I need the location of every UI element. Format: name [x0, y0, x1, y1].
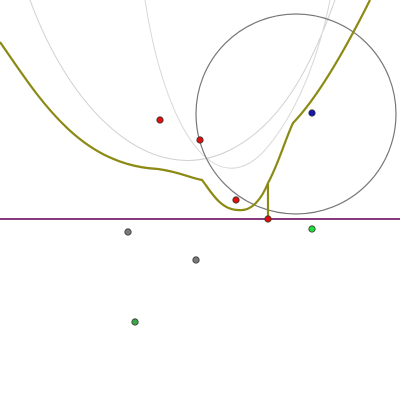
point-red-2[interactable] — [196, 136, 204, 144]
guide-parabola-left — [29, 0, 336, 161]
point-red-1[interactable] — [156, 116, 164, 124]
point-green[interactable] — [131, 318, 139, 326]
point-blue[interactable] — [308, 109, 316, 117]
point-green-bright[interactable] — [308, 225, 316, 233]
circle[interactable] — [195, 13, 397, 215]
point-red-3[interactable] — [232, 196, 240, 204]
point-gray-2[interactable] — [192, 256, 200, 264]
envelope-curve[interactable] — [0, 0, 371, 219]
point-gray-1[interactable] — [124, 228, 132, 236]
guide-parabola-right — [144, 0, 331, 169]
point-red-4[interactable] — [264, 215, 272, 223]
